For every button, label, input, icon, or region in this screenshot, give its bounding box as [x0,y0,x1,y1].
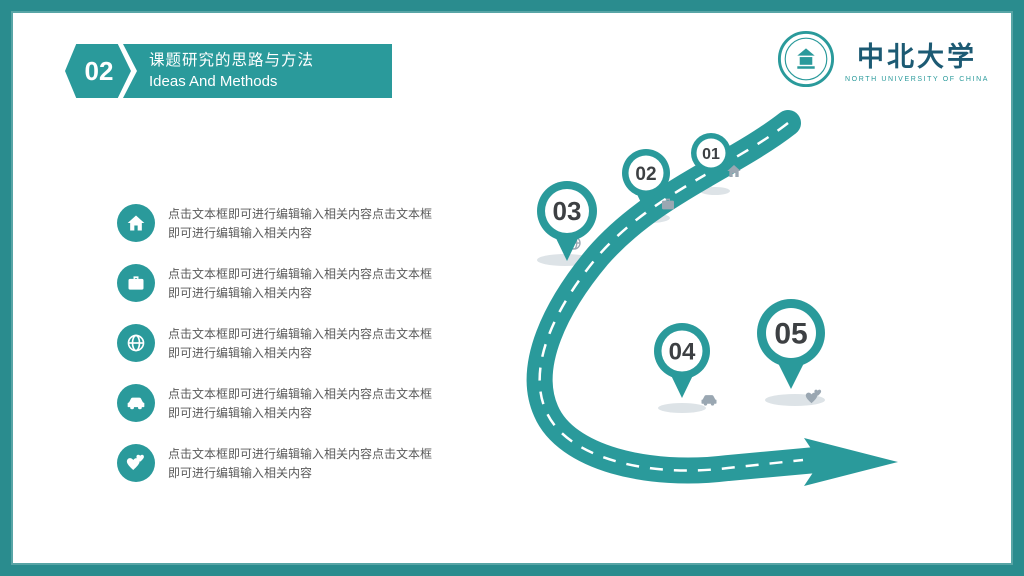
list-item-line: 即可进行编辑输入相关内容 [168,406,313,421]
roadmap-diagram: 01 02 03 04 05 [526,110,898,486]
car-icon [701,395,717,406]
slide-title-block: 课题研究的思路与方法 Ideas And Methods [123,44,393,98]
bullet-list: 点击文本框即可进行编辑输入相关内容点击文本框 即可进行编辑输入相关内容 点击文本… [117,204,432,503]
globe-icon [117,323,155,362]
pin-number: 01 [702,146,720,163]
list-item-line: 即可进行编辑输入相关内容 [168,286,313,301]
list-item-line: 点击文本框即可进行编辑输入相关内容点击文本框 [168,326,433,341]
list-item-line: 点击文本框即可进行编辑输入相关内容点击文本框 [168,446,433,461]
map-pin-03: 03 [537,181,597,261]
list-item-text: 点击文本框即可进行编辑输入相关内容点击文本框 即可进行编辑输入相关内容 [168,444,432,484]
pin-number: 05 [774,318,807,351]
list-item-line: 点击文本框即可进行编辑输入相关内容点击文本框 [168,207,433,221]
list-item-text: 点击文本框即可进行编辑输入相关内容点击文本框 即可进行编辑输入相关内容 [168,384,432,424]
list-item-text: 点击文本框即可进行编辑输入相关内容点击文本框 即可进行编辑输入相关内容 [168,324,432,364]
slide-title-zh: 课题研究的思路与方法 [149,51,315,69]
slide-header: 02 课题研究的思路与方法 Ideas And Methods [65,44,393,98]
slide-title-en: Ideas And Methods [149,73,278,91]
map-pin-01: 01 [691,133,731,187]
map-pin-02: 02 [622,149,670,213]
university-name-block: 中北大学 NORTH UNIVERSITY OF CHINA [845,35,989,83]
university-name-en: NORTH UNIVERSITY OF CHINA [845,76,989,83]
university-seal-icon [777,30,835,88]
road-arrow-icon [804,438,898,486]
map-pin-04: 04 [654,323,710,398]
list-item: 点击文本框即可进行编辑输入相关内容点击文本框 即可进行编辑输入相关内容 [117,443,432,484]
road-centerline [538,122,804,472]
list-item-line: 点击文本框即可进行编辑输入相关内容点击文本框 [168,266,433,281]
university-name: 中北大学 [857,42,977,73]
list-item-line: 点击文本框即可进行编辑输入相关内容点击文本框 [168,386,433,401]
list-item: 点击文本框即可进行编辑输入相关内容点击文本框 即可进行编辑输入相关内容 [117,204,432,244]
list-item-text: 点击文本框即可进行编辑输入相关内容点击文本框 即可进行编辑输入相关内容 [168,264,432,304]
list-item: 点击文本框即可进行编辑输入相关内容点击文本框 即可进行编辑输入相关内容 [117,263,432,304]
section-number-badge: 02 [65,44,131,98]
pin-number: 03 [553,196,582,226]
pin-shadow [658,403,706,413]
briefcase-icon [117,263,155,302]
pin-number: 04 [669,339,696,366]
car-icon [117,383,155,422]
pin-shadow [700,187,730,195]
list-item-line: 即可进行编辑输入相关内容 [168,465,313,480]
map-pin-05: 05 [757,299,825,389]
slide-canvas: 02 课题研究的思路与方法 Ideas And Methods 中北大学 NOR… [13,13,1011,563]
list-item: 点击文本框即可进行编辑输入相关内容点击文本框 即可进行编辑输入相关内容 [117,323,432,364]
list-item-line: 即可进行编辑输入相关内容 [168,346,313,361]
list-item-text: 点击文本框即可进行编辑输入相关内容点击文本框 即可进行编辑输入相关内容 [168,204,432,244]
road-path [526,110,829,484]
pin-number: 02 [635,164,656,185]
university-logo: 中北大学 NORTH UNIVERSITY OF CHINA [777,30,989,88]
list-item-line: 即可进行编辑输入相关内容 [168,226,313,241]
list-item: 点击文本框即可进行编辑输入相关内容点击文本框 即可进行编辑输入相关内容 [117,383,432,424]
home-icon [117,204,155,242]
hearts-icon [117,443,155,482]
